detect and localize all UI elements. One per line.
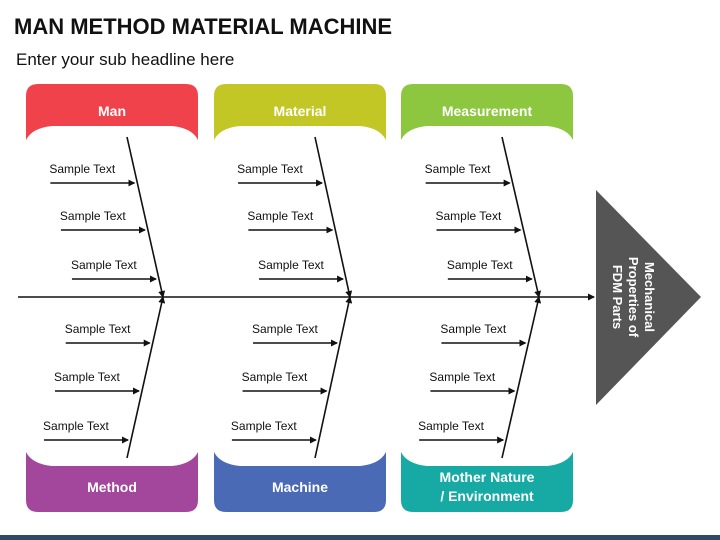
category-label-material: Material: [274, 103, 327, 119]
sample-text-measurement-1: Sample Text: [425, 162, 491, 176]
category-box-machine: [214, 452, 386, 512]
bone-material: [314, 136, 353, 298]
category-box-mother-nature: [401, 452, 573, 512]
category-box-man: [26, 84, 198, 140]
category-label-line: / Environment: [440, 488, 534, 504]
bone-method: [126, 296, 166, 459]
category-label-line: Material: [274, 103, 327, 119]
sample-text-machine-3: Sample Text: [231, 419, 297, 433]
category-label-man: Man: [98, 103, 126, 119]
bone-man: [126, 136, 166, 298]
sample-text-man-2: Sample Text: [60, 209, 126, 223]
bone-measurement: [501, 136, 542, 298]
sample-text-man-1: Sample Text: [49, 162, 115, 176]
category-box-method: [26, 452, 198, 512]
sample-text-method-1: Sample Text: [65, 322, 131, 336]
sample-text-measurement-3: Sample Text: [447, 258, 513, 272]
category-label-line: Measurement: [442, 103, 533, 119]
sample-text-material-2: Sample Text: [247, 209, 313, 223]
footer-bar: [0, 535, 720, 540]
effect-label-line: Mechanical: [642, 262, 657, 332]
category-label-line: Man: [98, 103, 126, 119]
effect-label-line: Properties of: [626, 257, 641, 338]
sample-text-method-3: Sample Text: [43, 419, 109, 433]
category-box-measurement: [401, 84, 573, 140]
effect-label-line: FDM Parts: [610, 265, 625, 329]
sample-text-machine-2: Sample Text: [242, 370, 308, 384]
category-label-line: Mother Nature: [440, 469, 535, 485]
sample-text-method-2: Sample Text: [54, 370, 120, 384]
sample-text-mother-nature-2: Sample Text: [429, 370, 495, 384]
effect-head: [596, 190, 701, 405]
category-label-method: Method: [87, 479, 137, 495]
sample-text-material-1: Sample Text: [237, 162, 303, 176]
sample-text-mother-nature-1: Sample Text: [440, 322, 506, 336]
sample-text-man-3: Sample Text: [71, 258, 137, 272]
category-label-line: Machine: [272, 479, 328, 495]
sample-text-measurement-2: Sample Text: [436, 209, 502, 223]
sample-text-mother-nature-3: Sample Text: [418, 419, 484, 433]
bone-machine: [314, 296, 353, 459]
page-subtitle: Enter your sub headline here: [16, 50, 235, 69]
category-label-measurement: Measurement: [442, 103, 533, 119]
page-title: MAN METHOD MATERIAL MACHINE: [14, 14, 393, 39]
category-box-material: [214, 84, 386, 140]
category-label-machine: Machine: [272, 479, 328, 495]
bone-mother-nature: [501, 296, 542, 459]
category-label-mother-nature: Mother Nature / Environment: [440, 469, 535, 504]
sample-text-machine-1: Sample Text: [252, 322, 318, 336]
sample-text-material-3: Sample Text: [258, 258, 324, 272]
effect-label: MechanicalProperties ofFDM Parts: [610, 257, 657, 338]
category-label-line: Method: [87, 479, 137, 495]
